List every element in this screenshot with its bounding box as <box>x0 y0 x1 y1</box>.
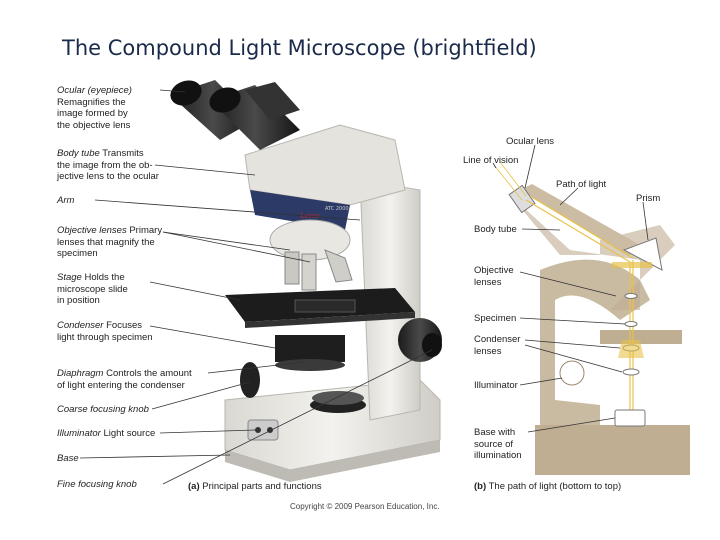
label-condenser-lenses: Condenser lenses <box>474 334 521 357</box>
label-stage: Stage Holds the microscope slide in posi… <box>57 272 128 306</box>
label-illuminator: Illuminator Light source <box>57 428 156 439</box>
label-arm: Arm <box>57 195 75 206</box>
label-path-of-light: Path of light <box>556 179 607 190</box>
label-condenser: Condenser Focuses light through specimen <box>57 320 153 343</box>
label-body-tube-schematic: Body tube <box>474 224 517 235</box>
copyright-notice: Copyright © 2009 Pearson Education, Inc. <box>290 502 440 511</box>
label-objective-lenses-schematic: Objective lenses <box>474 265 514 288</box>
label-fine-focusing-knob: Fine focusing knob <box>57 479 137 490</box>
label-coarse-focusing-knob: Coarse focusing knob <box>57 404 149 415</box>
label-body-tube: Body tube Transmits the image from the o… <box>57 148 159 182</box>
caption-b: (b) The path of light (bottom to top) <box>474 481 622 492</box>
eyepieces <box>170 80 300 150</box>
label-line-of-vision: Line of vision <box>463 155 519 166</box>
label-base-with-source: Base with source of illumination <box>474 427 522 461</box>
label-specimen: Specimen <box>474 313 517 324</box>
label-diaphragm: Diaphragm Controls the amount of light e… <box>57 368 192 391</box>
label-ocular: Ocular (eyepiece) Remagnifies the image … <box>57 85 132 131</box>
page-title: The Compound Light Microscope (brightfie… <box>62 36 537 60</box>
model-mark: ATC 2000 <box>325 206 349 212</box>
label-base: Base <box>57 453 79 464</box>
label-ocular-lens: Ocular lens <box>506 136 555 147</box>
caption-a: (a) Principal parts and functions <box>188 481 322 492</box>
label-prism: Prism <box>636 193 661 204</box>
label-illuminator-schematic: Illuminator <box>474 380 518 391</box>
label-objective-lenses: Objective lenses Primary lenses that mag… <box>57 225 163 259</box>
